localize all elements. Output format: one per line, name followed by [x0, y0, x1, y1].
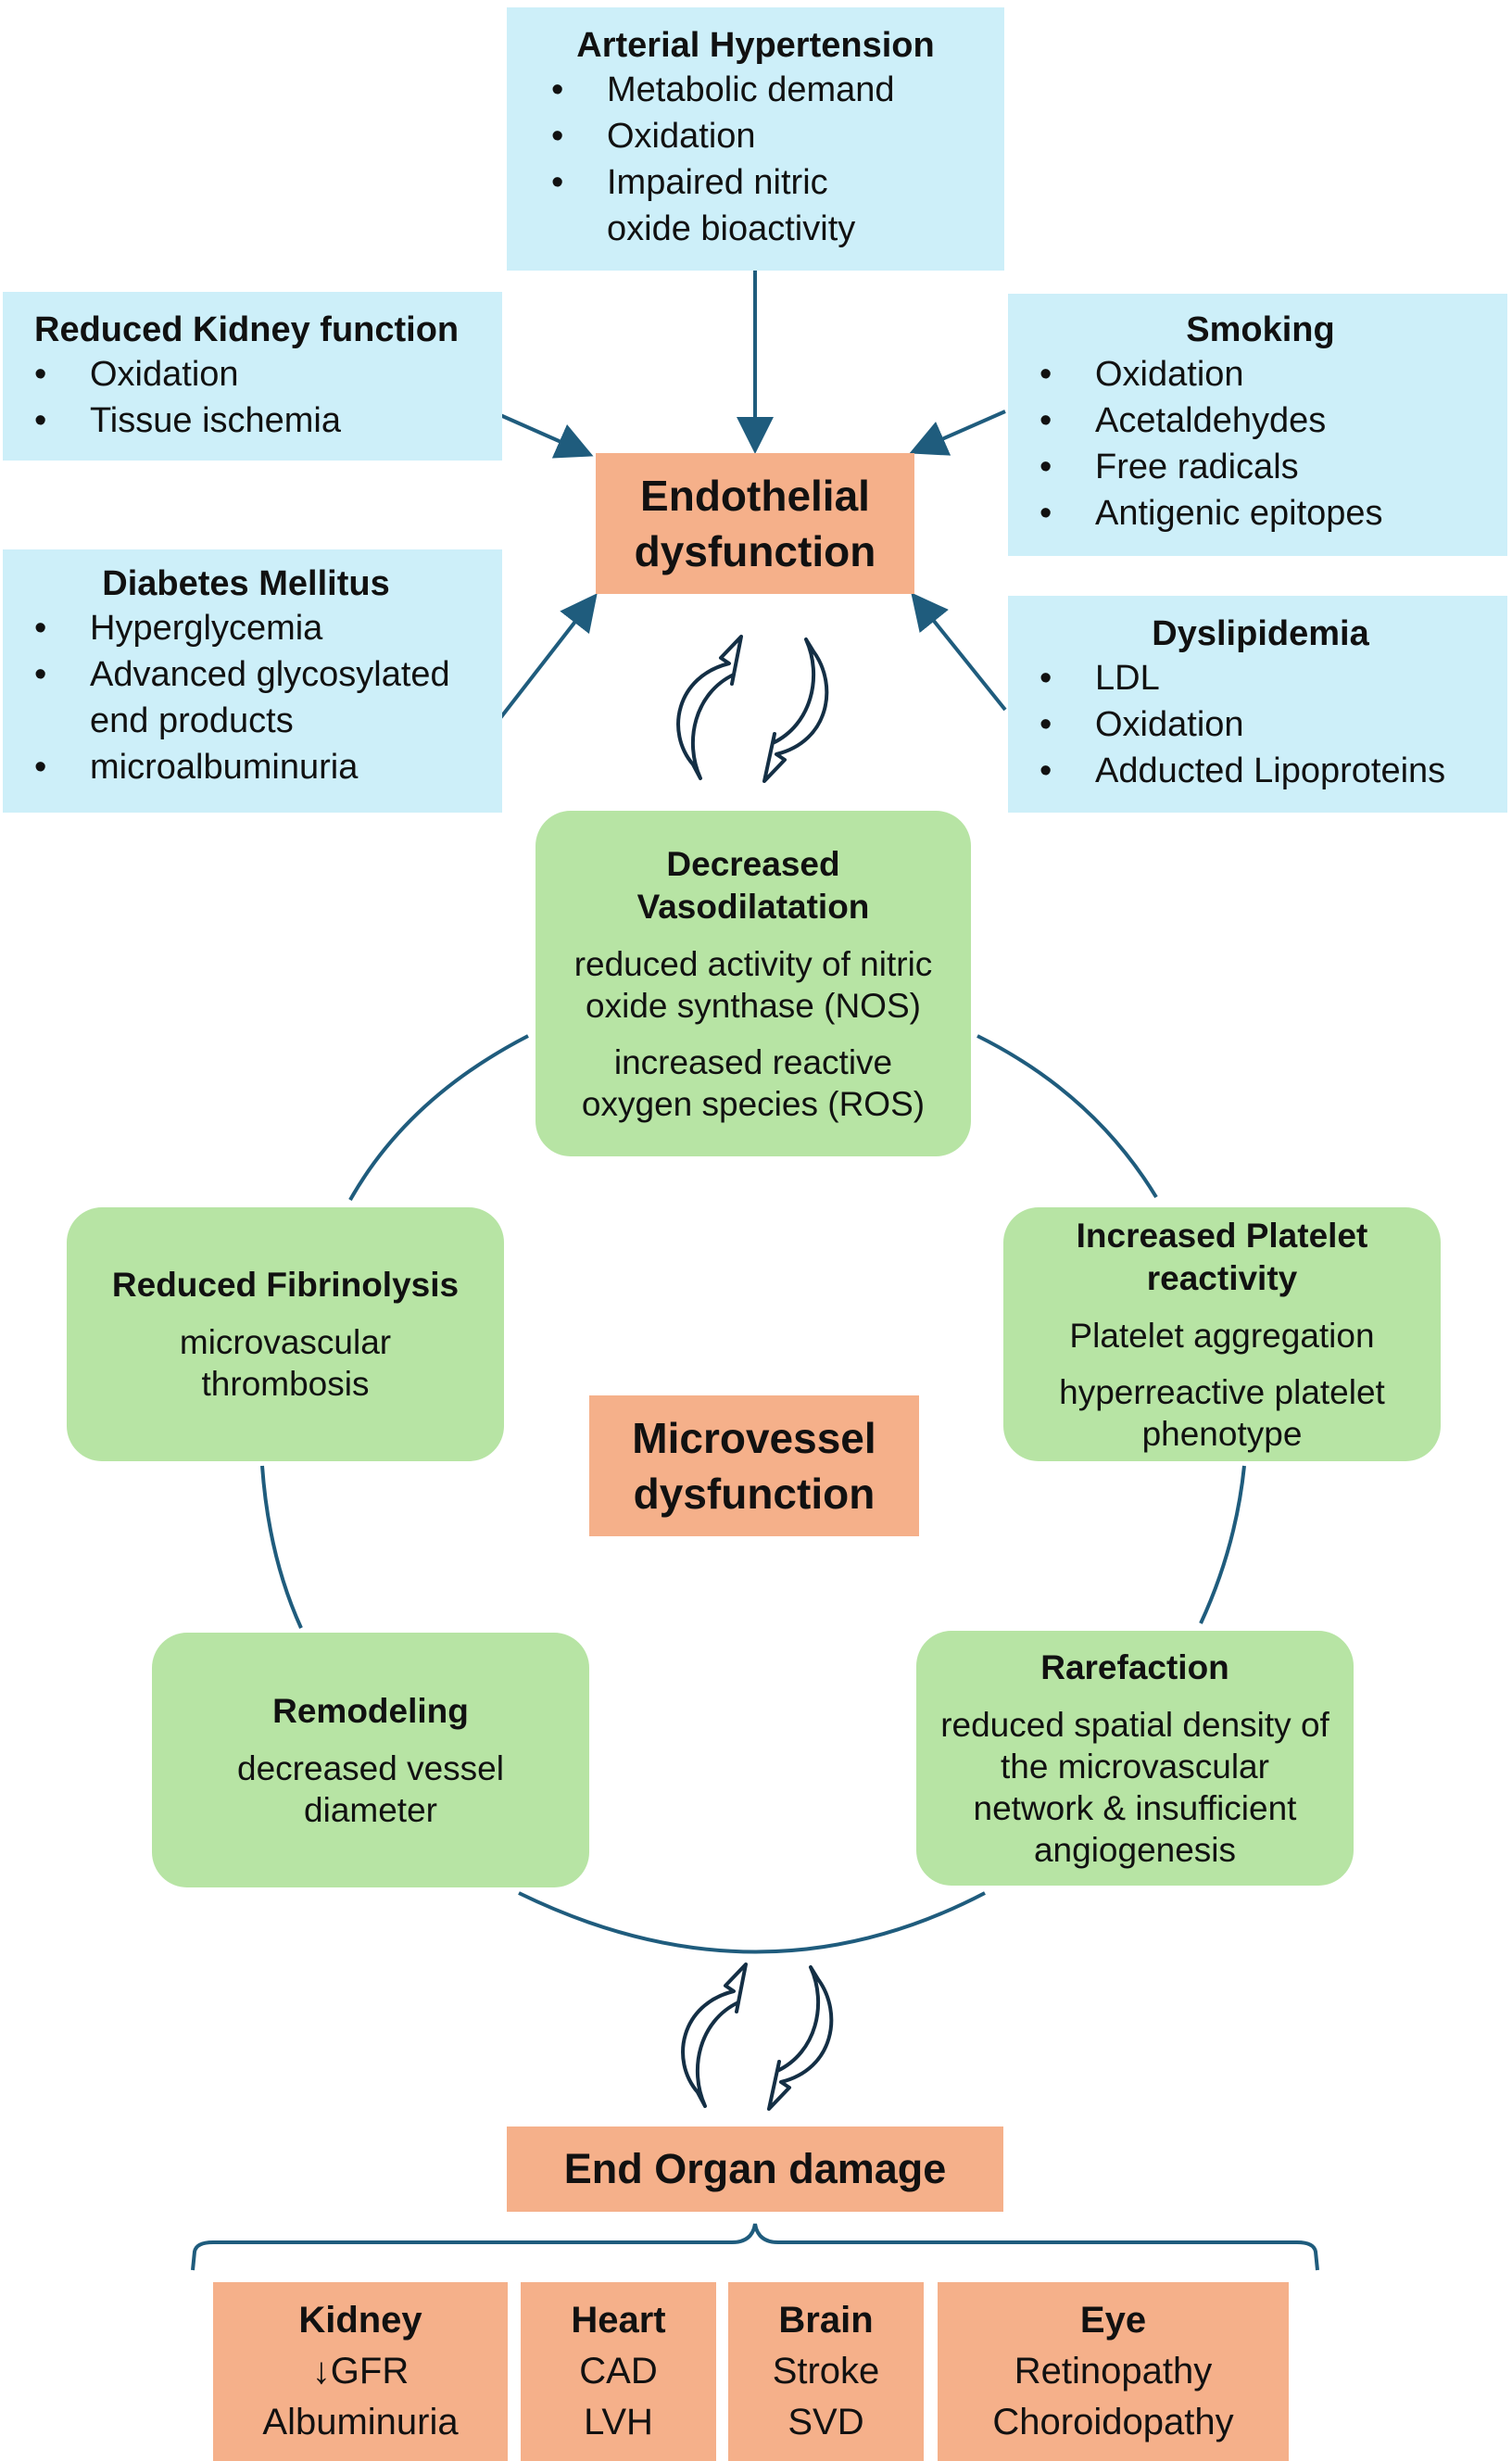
list-item: Hyperglycemia [8, 605, 502, 651]
rarefaction-box: Rarefaction reduced spatial density of t… [916, 1631, 1354, 1886]
smoking-title: Smoking [1186, 310, 1335, 349]
list-item: Advanced glycosylated end products [8, 651, 479, 744]
list-item: Tissue ischemia [8, 398, 502, 444]
organ-bracket [191, 2223, 1319, 2271]
fibrinolysis-text: microvascular thrombosis [179, 1323, 392, 1403]
organ-line: Choroidopathy [992, 2402, 1234, 2442]
fibrinolysis-title: Reduced Fibrinolysis [111, 1266, 460, 1304]
organ-line: Albuminuria [262, 2402, 459, 2442]
organ-heart-box: Heart CAD LVH [521, 2282, 716, 2461]
list-item: Acetaldehydes [1014, 398, 1507, 444]
arrow-diabetes [498, 593, 598, 720]
kidney-box: Reduced Kidney function Oxidation Tissue… [3, 292, 502, 461]
cycle-arc-left [260, 1465, 303, 1629]
platelet-box: Increased Platelet reactivity Platelet a… [1003, 1207, 1441, 1461]
organ-line: ↓GFR [311, 2351, 410, 2392]
vasodilatation-text1: reduced activity of nitric oxide synthas… [573, 944, 933, 1025]
organ-name: Eye [1079, 2300, 1147, 2341]
cycle-arc-right [1199, 1465, 1246, 1624]
cycle-arc-bottom [518, 1891, 986, 1954]
diabetes-title: Diabetes Mellitus [102, 564, 390, 603]
platelet-text2: hyperreactive platelet phenotype [1059, 1372, 1385, 1453]
diabetes-box: Diabetes Mellitus Hyperglycemia Advanced… [3, 549, 502, 813]
arrow-kidney [499, 413, 594, 459]
end-organ-title: End Organ damage [563, 2145, 947, 2192]
vasodilatation-text2: increased reactive oxygen species (ROS) [581, 1042, 926, 1123]
cycle-arc-top-left [348, 1034, 529, 1201]
endothelial-dysfunction-box: Endothelial dysfunction [596, 453, 914, 594]
list-item: Antigenic epitopes [1014, 490, 1507, 536]
dyslipidemia-list: LDL Oxidation Adducted Lipoproteins [1014, 655, 1507, 794]
fibrinolysis-box: Reduced Fibrinolysis microvascular throm… [67, 1207, 504, 1461]
list-item: Metabolic demand [525, 67, 1004, 113]
microvessel-line1: Microvessel [632, 1414, 876, 1462]
organ-name: Kidney [298, 2300, 422, 2341]
microvessel-dysfunction-box: Microvessel dysfunction [589, 1395, 919, 1536]
cycle-arc-top-right [976, 1034, 1158, 1199]
kidney-list: Oxidation Tissue ischemia [8, 351, 502, 444]
organ-line: LVH [584, 2402, 653, 2442]
cycle-arrows-icon [681, 1962, 834, 2111]
hypertension-list: Metabolic demand Oxidation Impaired nitr… [525, 67, 1004, 252]
rarefaction-title: Rarefaction [1040, 1647, 1229, 1686]
smoking-box: Smoking Oxidation Acetaldehydes Free rad… [1008, 294, 1507, 556]
organ-line: CAD [579, 2351, 658, 2392]
end-organ-damage-box: End Organ damage [507, 2127, 1003, 2212]
endothelial-line2: dysfunction [634, 527, 876, 575]
list-item: Impaired nitric oxide bioactivity [525, 159, 922, 252]
organ-line: Retinopathy [1014, 2351, 1213, 2392]
microvessel-line2: dysfunction [633, 1470, 876, 1518]
arrow-dyslipidemia [911, 592, 1007, 712]
platelet-text1: Platelet aggregation [1069, 1316, 1375, 1355]
arrow-smoking [909, 410, 1006, 456]
vasodilatation-title: Decreased Vasodilatation [636, 844, 870, 926]
list-item: Oxidation [1014, 351, 1507, 398]
vasodilatation-box: Decreased Vasodilatation reduced activit… [536, 811, 971, 1156]
organ-eye-box: Eye Retinopathy Choroidopathy [938, 2282, 1289, 2461]
list-item: Oxidation [8, 351, 502, 398]
platelet-title: Increased Platelet reactivity [1076, 1216, 1368, 1297]
organ-line: SVD [788, 2402, 864, 2442]
remodeling-title: Remodeling [272, 1691, 469, 1730]
remodeling-box: Remodeling decreased vessel diameter [152, 1633, 589, 1887]
rarefaction-text: reduced spatial density of the microvasc… [940, 1705, 1329, 1869]
hypertension-title: Arterial Hypertension [576, 26, 935, 65]
dyslipidemia-title: Dyslipidemia [1152, 614, 1369, 653]
cycle-arrows-icon [676, 635, 829, 783]
organ-brain-box: Brain Stroke SVD [728, 2282, 924, 2461]
organ-name: Brain [778, 2300, 874, 2341]
list-item: microalbuminuria [8, 744, 502, 790]
list-item: Oxidation [525, 113, 1004, 159]
list-item: LDL [1014, 655, 1507, 701]
hypertension-box: Arterial Hypertension Metabolic demand O… [507, 7, 1004, 271]
dyslipidemia-box: Dyslipidemia LDL Oxidation Adducted Lipo… [1008, 596, 1507, 813]
list-item: Oxidation [1014, 701, 1507, 748]
organ-line: Stroke [772, 2351, 880, 2392]
remodeling-text: decreased vessel diameter [237, 1748, 504, 1829]
list-item: Free radicals [1014, 444, 1507, 490]
list-item: Adducted Lipoproteins [1014, 748, 1507, 794]
diabetes-list: Hyperglycemia Advanced glycosylated end … [8, 605, 502, 790]
smoking-list: Oxidation Acetaldehydes Free radicals An… [1014, 351, 1507, 536]
endothelial-line1: Endothelial [640, 472, 870, 520]
organ-kidney-box: Kidney ↓GFR Albuminuria [213, 2282, 508, 2461]
kidney-title: Reduced Kidney function [34, 310, 460, 349]
organ-name: Heart [571, 2300, 666, 2341]
